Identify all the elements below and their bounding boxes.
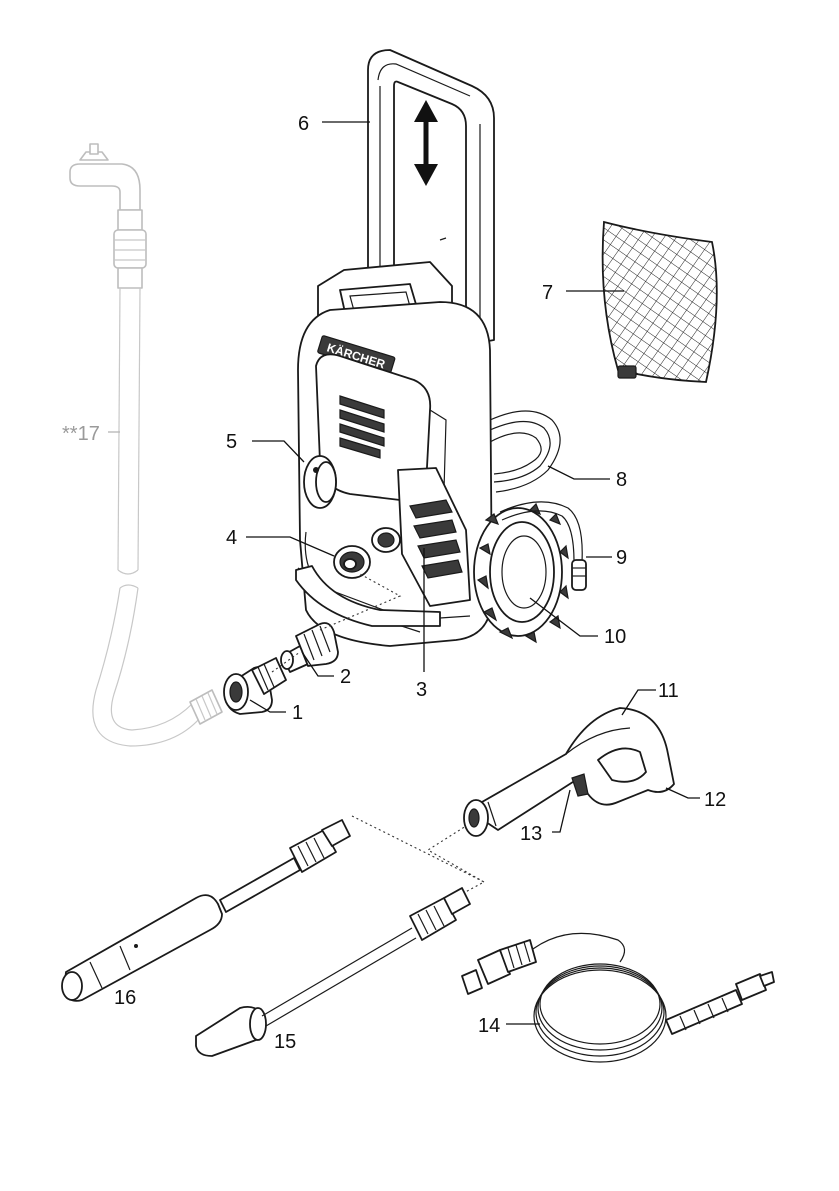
label-6: 6 — [298, 113, 309, 135]
label-2: 2 — [340, 666, 351, 688]
label-12: 12 — [704, 789, 726, 811]
label-8: 8 — [616, 469, 627, 491]
assembly-line-lances — [352, 816, 484, 896]
label-17: **17 — [62, 423, 100, 445]
trigger-gun — [464, 708, 674, 836]
hose-coupling — [224, 658, 286, 714]
storage-net — [603, 222, 717, 382]
label-9: 9 — [616, 547, 627, 569]
wheel — [474, 504, 568, 642]
label-4: 4 — [226, 527, 237, 549]
hose-hook-coil — [490, 411, 560, 492]
water-inlet — [334, 546, 370, 578]
label-3: 3 — [416, 679, 427, 701]
adjust-arrow-icon — [414, 100, 438, 186]
high-pressure-hose — [462, 933, 774, 1062]
label-13: 13 — [520, 823, 542, 845]
pressure-washer-body: KÄRCHER — [296, 262, 492, 646]
inlet-connector — [281, 623, 338, 672]
label-11: 11 — [658, 680, 679, 702]
label-15: 15 — [274, 1031, 296, 1053]
label-5: 5 — [226, 431, 237, 453]
label-1: 1 — [292, 702, 303, 724]
garden-hose-optional — [70, 144, 222, 746]
label-7: 7 — [542, 282, 553, 304]
vario-power-lance — [62, 820, 350, 1001]
high-pressure-outlet — [372, 528, 400, 552]
label-10: 10 — [604, 626, 626, 648]
label-14: 14 — [478, 1015, 500, 1037]
dirt-blaster-lance — [196, 888, 470, 1056]
label-16: 16 — [114, 987, 136, 1009]
